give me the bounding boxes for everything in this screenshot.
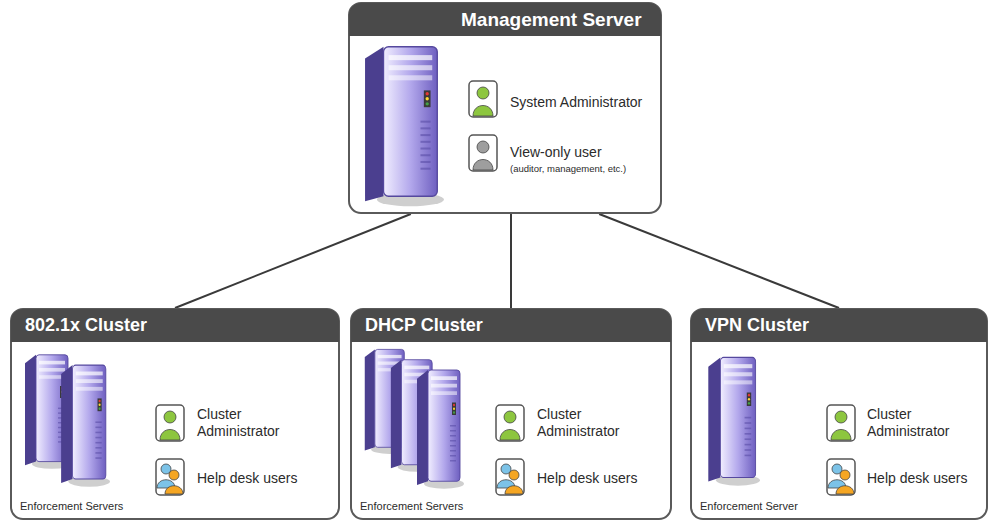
role-label: Help desk users [197,470,297,487]
note-text: (auditor, management, etc.) [510,163,626,174]
admin-icon [496,405,524,441]
server-tower [417,370,464,489]
header-bar: VPN Cluster [691,309,987,342]
cluster-box: DHCP ClusterCluster AdministratorHelp de… [350,308,672,520]
server-tower [365,47,444,207]
connector-line [510,214,512,308]
helpdesk-icon [156,459,184,495]
role-label: Cluster Administrator [197,406,317,440]
role-label: Cluster Administrator [867,406,987,440]
note-text: Enforcement Servers [20,500,123,513]
server-tower [708,357,760,485]
helpdesk-icon [496,459,524,495]
server-box: Management ServerSystem AdministratorVie… [348,2,662,214]
note-text: Enforcement Servers [360,500,463,513]
cluster-box: VPN ClusterCluster AdministratorHelp des… [690,308,988,520]
note-text: Enforcement Server [700,500,798,513]
role-label: Help desk users [537,470,637,487]
admin-icon [469,81,497,117]
header-bar: Management Server [349,3,661,36]
role-label: Cluster Administrator [537,406,657,440]
admin-icon [156,405,184,441]
box-title: 802.1x Cluster [25,315,147,337]
box-title: DHCP Cluster [365,315,483,337]
cluster-box: 802.1x ClusterCluster AdministratorHelp … [10,308,340,520]
server-tower [61,365,110,487]
header-bar: DHCP Cluster [351,309,671,342]
box-title: Management Server [461,9,642,32]
connector-line [599,214,839,308]
role-label: View-only user [510,144,602,161]
role-label: Help desk users [867,470,967,487]
role-label: System Administrator [510,94,642,111]
header-bar: 802.1x Cluster [11,309,339,342]
helpdesk-icon [827,459,855,495]
box-title: VPN Cluster [705,315,809,337]
connector-line [175,214,411,308]
admin-icon [827,405,855,441]
viewer-icon [469,135,497,171]
